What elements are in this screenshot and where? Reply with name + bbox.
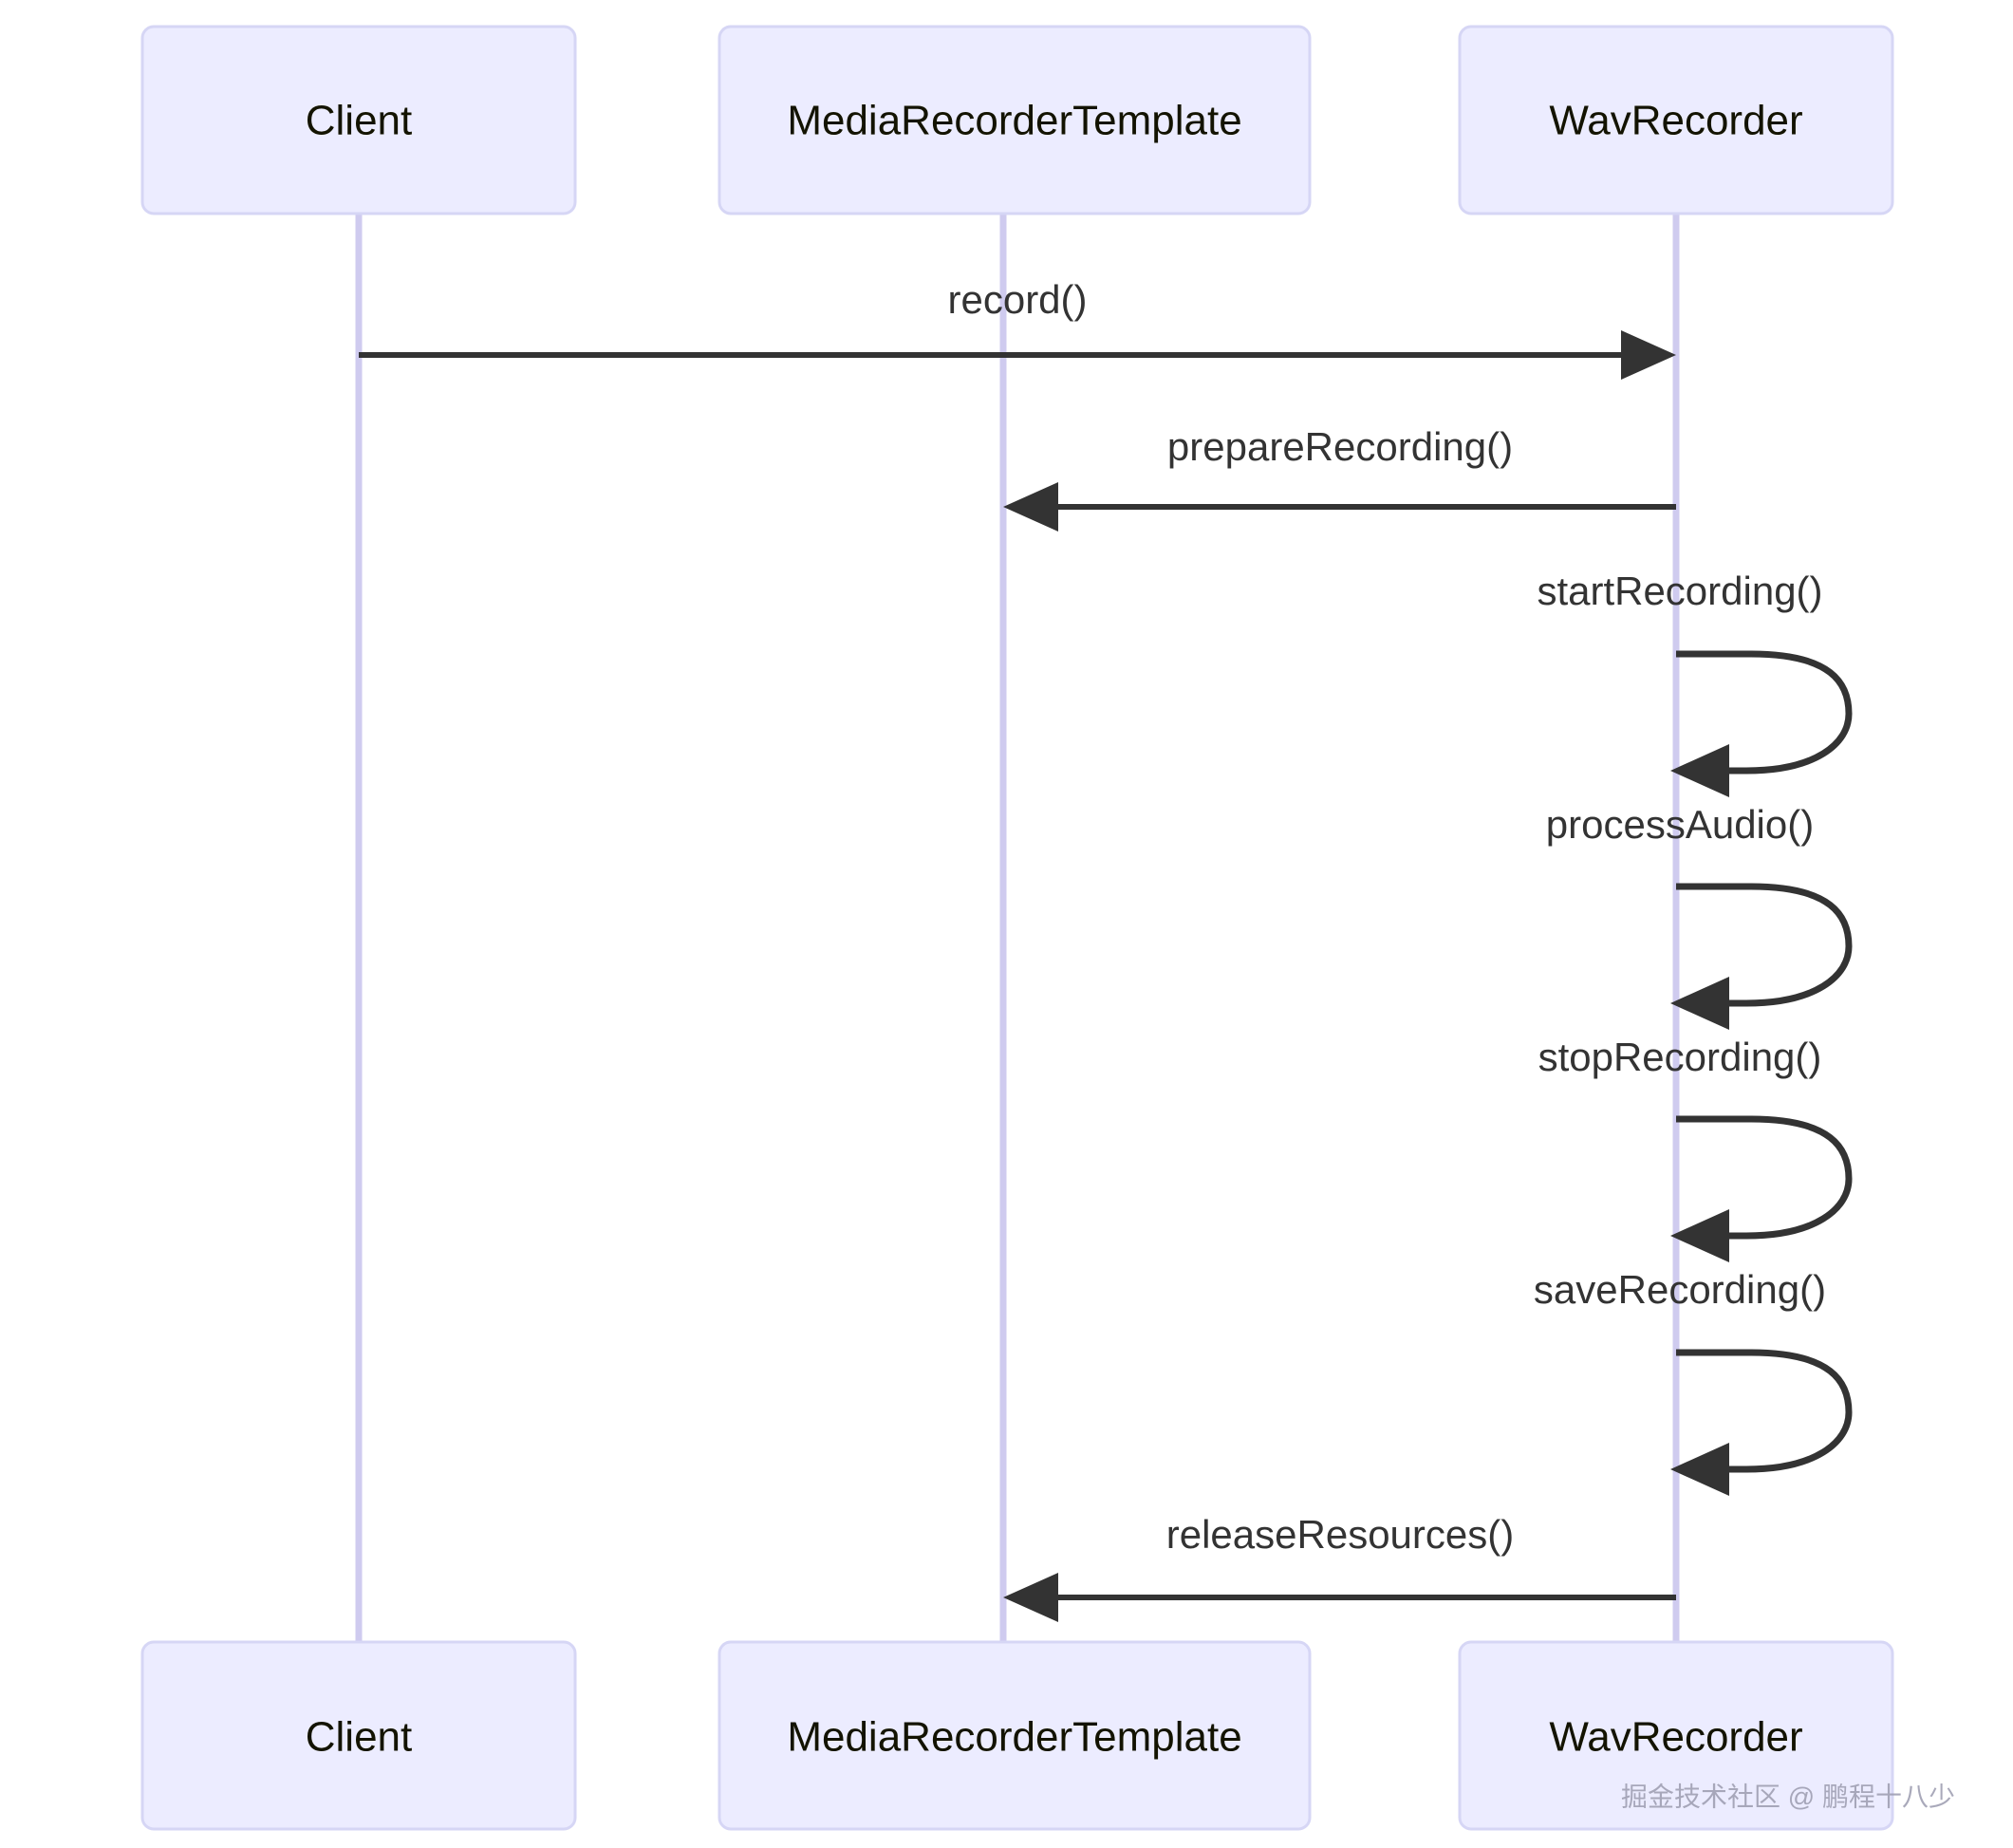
- lifelines-group: [355, 214, 1680, 1642]
- actor-box-client-bottom[interactable]: Client: [140, 1640, 577, 1831]
- message-save-recording[interactable]: saveRecording(): [1534, 1267, 1853, 1496]
- actor-box-rect-template-top: [718, 25, 1312, 215]
- actor-label-template-bottom: MediaRecorderTemplate: [787, 1714, 1241, 1761]
- message-label-record: record(): [947, 277, 1087, 322]
- message-label-release-resources: releaseResources(): [1166, 1512, 1514, 1557]
- message-record[interactable]: record(): [359, 277, 1676, 380]
- actor-box-recorder-bottom[interactable]: WavRecorder: [1458, 1640, 1894, 1831]
- message-stop-recording[interactable]: stopRecording(): [1538, 1035, 1853, 1262]
- message-loop-stop-recording: [1676, 1115, 1853, 1240]
- actor-label-client-bottom: Client: [306, 1714, 413, 1761]
- actor-box-template-top[interactable]: MediaRecorderTemplate: [718, 25, 1312, 215]
- message-label-stop-recording: stopRecording(): [1538, 1035, 1822, 1079]
- actor-box-rect-template-bottom: [718, 1640, 1312, 1831]
- actor-box-rect-recorder-top: [1458, 25, 1894, 215]
- message-arrowhead-start-recording: [1670, 744, 1729, 797]
- message-label-start-recording: startRecording(): [1537, 569, 1822, 613]
- message-start-recording[interactable]: startRecording(): [1537, 569, 1853, 797]
- actor-box-rect-client-top: [140, 25, 577, 215]
- message-arrowhead-release-resources: [1003, 1573, 1058, 1622]
- actor-label-template-top: MediaRecorderTemplate: [787, 98, 1241, 144]
- message-loop-process-audio: [1676, 883, 1853, 1007]
- actor-label-recorder-top: WavRecorder: [1549, 98, 1802, 144]
- message-process-audio[interactable]: processAudio(): [1546, 802, 1853, 1030]
- message-label-process-audio: processAudio(): [1546, 802, 1814, 847]
- message-label-prepare-recording: prepareRecording(): [1167, 424, 1513, 469]
- message-label-save-recording: saveRecording(): [1534, 1267, 1826, 1312]
- actor-box-template-bottom[interactable]: MediaRecorderTemplate: [718, 1640, 1312, 1831]
- actor-label-client-top: Client: [306, 98, 413, 144]
- bottom-actor-boxes: Client MediaRecorderTemplate WavRecorder: [140, 1640, 1894, 1831]
- message-arrowhead-record: [1621, 330, 1676, 380]
- top-actor-boxes: Client MediaRecorderTemplate WavRecorder: [140, 25, 1894, 215]
- actor-box-recorder-top[interactable]: WavRecorder: [1458, 25, 1894, 215]
- actor-label-recorder-bottom: WavRecorder: [1549, 1714, 1802, 1761]
- message-arrowhead-process-audio: [1670, 977, 1729, 1030]
- watermark-label: 掘金技术社区 @ 鹏程十八少: [1621, 1782, 1955, 1811]
- message-arrowhead-prepare-recording: [1003, 482, 1058, 532]
- message-release-resources[interactable]: releaseResources(): [1003, 1512, 1676, 1622]
- message-arrowhead-save-recording: [1670, 1443, 1729, 1496]
- message-loop-start-recording: [1676, 650, 1853, 775]
- actor-box-rect-client-bottom: [140, 1640, 577, 1831]
- actor-box-client-top[interactable]: Client: [140, 25, 577, 215]
- message-arrowhead-stop-recording: [1670, 1209, 1729, 1262]
- message-prepare-recording[interactable]: prepareRecording(): [1003, 424, 1676, 532]
- actor-box-rect-recorder-bottom: [1458, 1640, 1894, 1831]
- message-loop-save-recording: [1676, 1349, 1853, 1473]
